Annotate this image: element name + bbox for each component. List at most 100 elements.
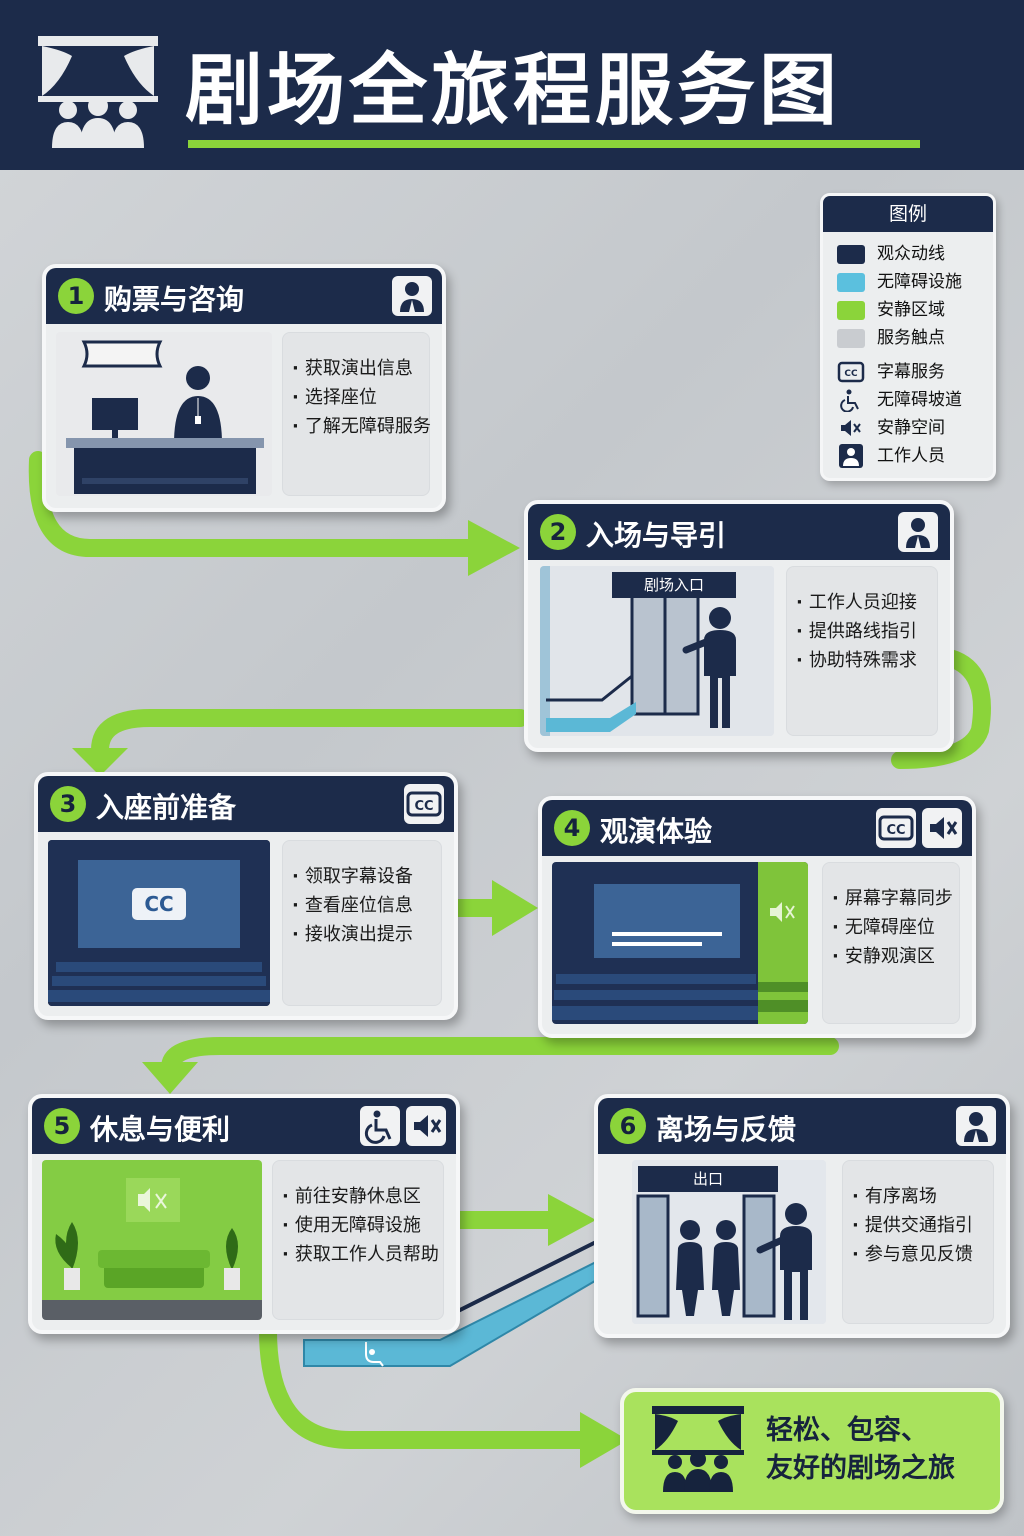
flow-arrow-2-3	[91, 709, 529, 759]
list-item: 工作人员迎接	[796, 588, 917, 617]
stage-number: 4	[554, 810, 590, 846]
entrance-sign: 剧场入口	[612, 572, 736, 598]
flow-arrow-1-2	[28, 451, 479, 557]
list-item: 领取字幕设备	[292, 862, 413, 891]
stage-card-5: 5 休息与便利 前往安静休息区 使用无障碍设施 获取工作人员帮助	[28, 1094, 460, 1334]
legend-label: 安静空间	[877, 418, 945, 438]
svg-text:CC: CC	[886, 823, 905, 838]
stage-card-6: 6 离场与反馈 出口 有序离场 提供交通指引 参与意见反馈	[594, 1094, 1010, 1338]
list-item: 接收演出提示	[292, 920, 413, 949]
stage-header: 6 离场与反馈	[598, 1098, 1006, 1154]
final-message: 轻松、包容、 友好的剧场之旅	[766, 1412, 955, 1488]
stage-header: 3 入座前准备 CC	[38, 776, 454, 832]
arrowhead-1-2	[468, 520, 520, 576]
list-item: 获取演出信息	[292, 354, 431, 383]
mute-icon	[837, 416, 865, 440]
flow-loop-2	[891, 649, 991, 769]
legend-swatch	[837, 245, 865, 264]
legend-label: 工作人员	[877, 446, 945, 466]
list-item: 协助特殊需求	[796, 646, 917, 675]
mute-icon	[922, 808, 962, 848]
theater-audience-icon	[652, 1406, 744, 1494]
arrowhead-final	[580, 1412, 628, 1468]
legend-swatch	[837, 329, 865, 348]
legend-swatch	[837, 301, 865, 320]
final-message-box: 轻松、包容、 友好的剧场之旅	[620, 1388, 1004, 1514]
stage-card-4: 4 观演体验 CC 屏幕字幕同步 无障碍座位 安静观演区	[538, 796, 976, 1038]
mute-icon	[406, 1106, 446, 1146]
legend-label: 安静区域	[877, 300, 945, 320]
stage-title: 休息与便利	[90, 1113, 231, 1146]
stage-items: 屏幕字幕同步 无障碍座位 安静观演区	[822, 862, 960, 1024]
stage-number: 5	[44, 1108, 80, 1144]
stage-items: 获取演出信息 选择座位 了解无障碍服务	[282, 332, 431, 496]
stage-header: 4 观演体验 CC	[542, 800, 972, 856]
cc-icon: CC	[837, 360, 865, 384]
list-item: 无障碍座位	[832, 913, 953, 942]
ticket-counter-illustration	[56, 332, 272, 496]
legend-label: 字幕服务	[877, 362, 945, 382]
arrowhead-5-6	[548, 1194, 596, 1246]
stage-title: 观演体验	[600, 815, 713, 848]
stage-title: 入场与导引	[586, 519, 727, 552]
flow-arrow-5-final	[259, 1321, 594, 1449]
stage-header: 5 休息与便利	[32, 1098, 456, 1154]
list-item: 前往安静休息区	[282, 1182, 439, 1211]
staff-icon	[898, 512, 938, 552]
staff-icon	[956, 1106, 996, 1146]
list-item: 查看座位信息	[292, 891, 413, 920]
cc-icon: CC	[404, 784, 444, 824]
stage-items: 领取字幕设备 查看座位信息 接收演出提示	[282, 840, 442, 1006]
legend-swatch	[837, 273, 865, 292]
stage-title: 购票与咨询	[104, 283, 245, 316]
arrowhead-4-5	[142, 1062, 198, 1094]
svg-text:CC: CC	[844, 369, 858, 379]
legend-label: 服务触点	[877, 328, 945, 348]
header-banner: 剧场全旅程服务图	[0, 0, 1024, 170]
title-underline	[188, 140, 920, 148]
performance-illustration	[552, 862, 808, 1024]
stage-items: 前往安静休息区 使用无障碍设施 获取工作人员帮助	[272, 1160, 444, 1320]
legend-title: 图例	[823, 196, 993, 232]
staff-icon	[837, 444, 865, 468]
page-title: 剧场全旅程服务图	[185, 46, 842, 136]
list-item: 安静观演区	[832, 942, 953, 971]
stage-card-3: 3 入座前准备 CC CC 领取字幕设备 查看座位信息 接收演出提示	[34, 772, 458, 1020]
list-item: 了解无障碍服务	[292, 412, 431, 441]
stage-header: 2 入场与导引	[528, 504, 950, 560]
cc-icon: CC	[876, 808, 916, 848]
cc-screen-label: CC	[144, 892, 174, 916]
stage-title: 入座前准备	[96, 791, 237, 824]
svg-text:CC: CC	[414, 799, 433, 814]
final-line-2: 友好的剧场之旅	[766, 1453, 955, 1484]
stage-number: 6	[610, 1108, 646, 1144]
stage-items: 有序离场 提供交通指引 参与意见反馈	[842, 1160, 994, 1324]
list-item: 参与意见反馈	[852, 1240, 973, 1269]
list-item: 获取工作人员帮助	[282, 1240, 439, 1269]
list-item: 提供交通指引	[852, 1211, 973, 1240]
stage-items: 工作人员迎接 提供路线指引 协助特殊需求	[786, 566, 938, 736]
stage-card-2: 2 入场与导引 剧场入口 工作人员迎接 提供路线指引 协助特殊需求	[524, 500, 954, 752]
list-item: 有序离场	[852, 1182, 973, 1211]
arrowhead-3-4	[492, 880, 538, 936]
legend-label: 无障碍设施	[877, 272, 962, 292]
arrowhead-2-3	[72, 748, 128, 776]
wheelchair-icon	[837, 388, 865, 412]
legend-label: 观众动线	[877, 244, 945, 264]
auditorium-illustration	[48, 840, 270, 1006]
stage-header: 1 购票与咨询	[46, 268, 442, 324]
stage-number: 1	[58, 278, 94, 314]
stage-title: 离场与反馈	[656, 1113, 797, 1146]
flow-arrow-4-5	[161, 1037, 839, 1077]
list-item: 选择座位	[292, 383, 431, 412]
list-item: 屏幕字幕同步	[832, 884, 953, 913]
legend-label: 无障碍坡道	[877, 390, 962, 410]
legend-panel: 图例 观众动线 无障碍设施 安静区域 服务触点 CC 字幕服务 无障碍坡道 安静…	[820, 193, 996, 481]
final-line-1: 轻松、包容、	[766, 1415, 928, 1446]
quiet-lounge-illustration	[42, 1160, 262, 1320]
stage-number: 2	[540, 514, 576, 550]
wheelchair-icon	[360, 1106, 400, 1146]
exit-sign: 出口	[638, 1166, 778, 1192]
staff-icon	[392, 276, 432, 316]
